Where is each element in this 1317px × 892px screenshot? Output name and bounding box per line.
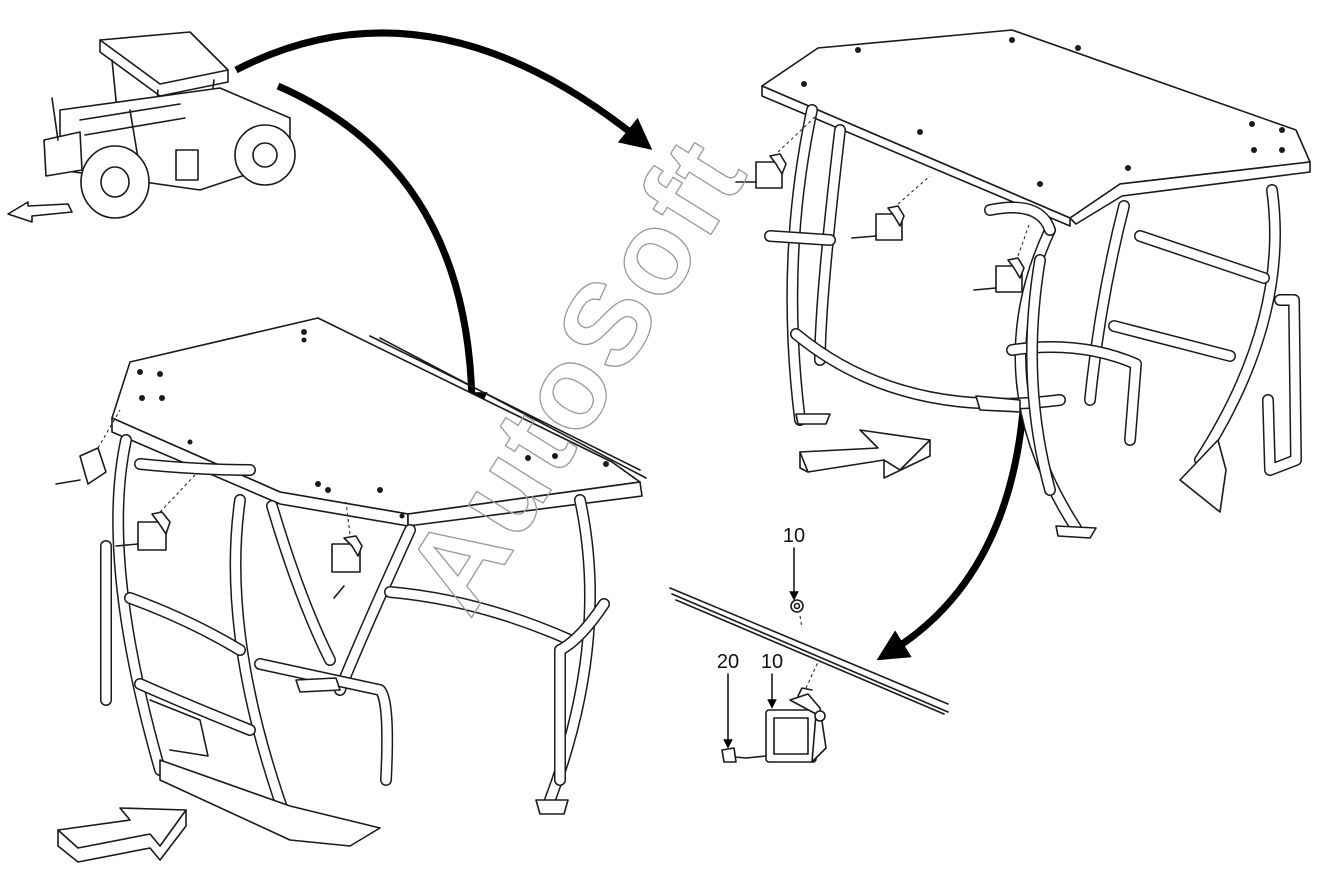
thumbnail-direction-arrow-icon (7, 201, 73, 223)
work-lamp-callout-label: 10 (761, 651, 783, 673)
watermark-text: AutoSoft (380, 114, 773, 633)
flow-arrow-to-detail-icon (876, 307, 1030, 661)
cab-frame-right (761, 29, 1311, 539)
bolt-icon (721, 747, 767, 763)
roller-overview-thumbnail (43, 31, 296, 219)
nut-callout-label: 10 (783, 525, 805, 547)
flow-arrow-to-top-right-icon (234, 29, 653, 150)
bolt-callout-label: 20 (717, 651, 739, 673)
flow-arrow-to-left-cab-icon (276, 82, 488, 424)
work-lamp-right-rear (973, 221, 1031, 293)
left-cab-direction-arrow-icon (57, 807, 187, 849)
detail-work-lamp-icon (765, 661, 827, 763)
work-lamp-left-rear (331, 501, 363, 599)
detail-mounting-view (669, 547, 949, 763)
nut-icon (790, 599, 804, 629)
right-cab-direction-arrow-icon (799, 429, 931, 473)
work-lamp-left-side (115, 473, 197, 551)
work-lamp-left-front (55, 409, 121, 485)
work-lamp-right-front (735, 115, 817, 189)
work-lamp-right-side (851, 175, 931, 241)
cab-frame-left (100, 317, 647, 847)
